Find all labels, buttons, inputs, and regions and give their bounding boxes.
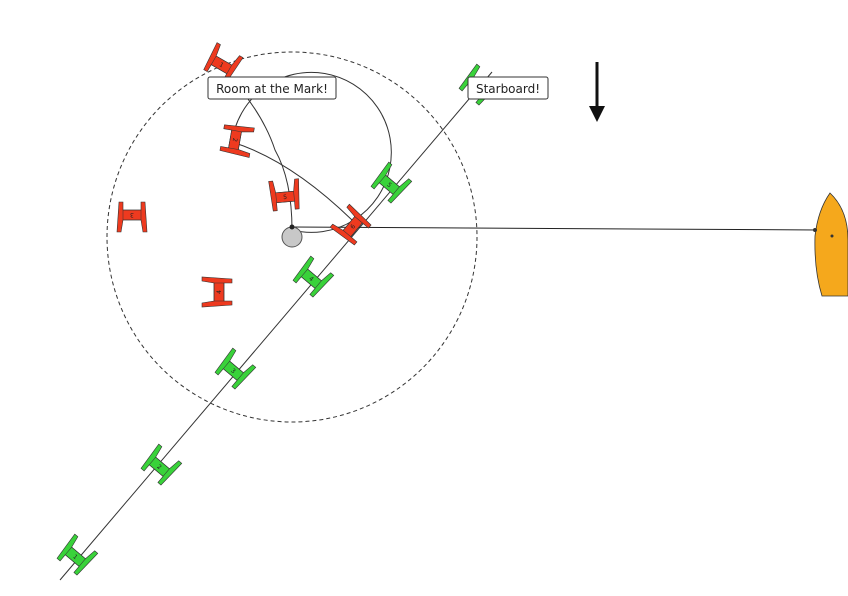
green-boat: 2 (139, 443, 183, 487)
boat-number: 3 (229, 367, 237, 375)
boat-number: 5 (385, 181, 393, 189)
boat-number: 1 (218, 61, 225, 69)
committee-boat-icon (813, 192, 848, 297)
red-boat: 2 (219, 122, 255, 158)
mark-buoy-icon (281, 226, 303, 248)
green-boat-track (59, 71, 493, 581)
red-boat: 4 (201, 276, 233, 308)
green-boat: 3 (213, 347, 257, 391)
red-boat-exit-track (231, 141, 353, 221)
boat-number: 3 (130, 211, 134, 218)
red-boat: 6 (329, 203, 373, 247)
mark-pin (289, 224, 295, 230)
boat-number: 2 (155, 463, 163, 471)
red-boat: 5 (268, 178, 302, 212)
red-boat: 3 (116, 201, 148, 233)
red-boats: 1 2 3 4 5 6 (116, 42, 373, 308)
three-length-zone-circle (106, 51, 478, 423)
boat-number: 2 (231, 137, 239, 142)
green-boat: 1 (55, 533, 99, 577)
callout-starboard-text: Starboard! (476, 82, 540, 96)
red-boat: 1 (201, 42, 244, 84)
callout-room-at-mark-text: Room at the Mark! (216, 82, 328, 96)
callout-starboard: Starboard! (467, 76, 549, 100)
green-boat: 4 (291, 255, 335, 299)
boat-number: 1 (71, 553, 79, 561)
callout-room-at-mark: Room at the Mark! (207, 76, 337, 100)
green-boat: 5 (369, 161, 413, 205)
wind-direction-arrow-icon (589, 62, 605, 122)
boat-number: 4 (216, 290, 223, 294)
boat-number: 5 (283, 194, 288, 201)
boat-number: 6 (349, 223, 357, 231)
finish-line (291, 226, 819, 231)
boat-number: 4 (307, 275, 315, 283)
